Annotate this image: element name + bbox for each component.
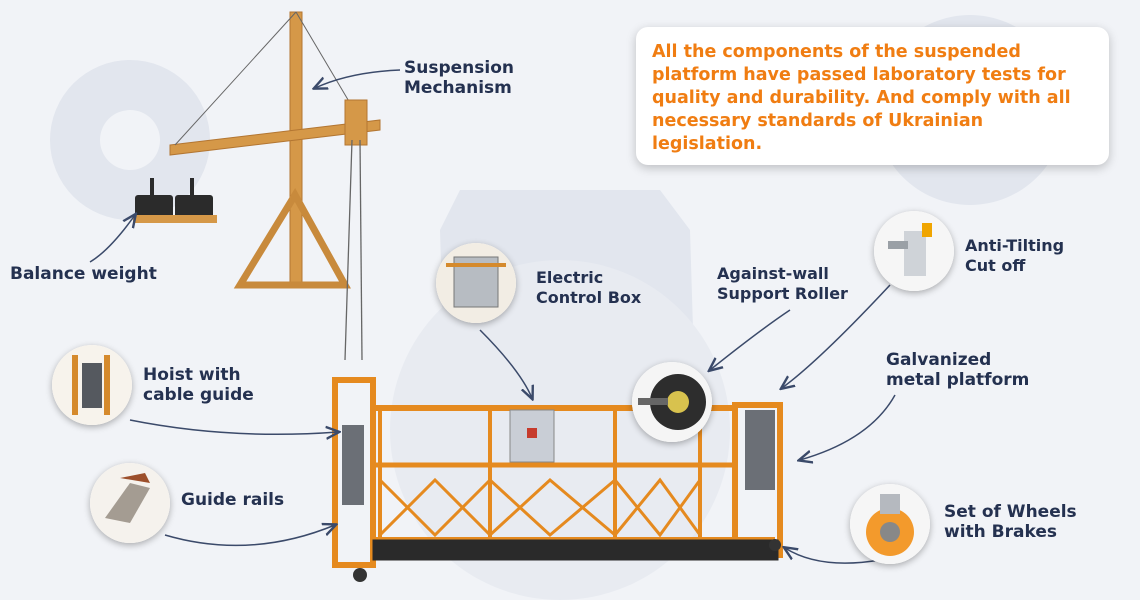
control-box-inset (436, 243, 516, 323)
suspended-platform (332, 377, 783, 568)
roller-inset (632, 362, 712, 442)
label-guide-rails: Guide rails (181, 490, 285, 510)
guide-rails-inset (90, 463, 170, 543)
label-balance-weight: Balance weight (10, 264, 157, 284)
platform-wheels (353, 539, 781, 582)
platform-hoists (342, 409, 775, 505)
wheels-inset (850, 484, 930, 564)
counter-weights (133, 178, 217, 223)
hoist-inset (52, 345, 132, 425)
suspension-mechanism (169, 11, 381, 289)
info-note: All the components of the suspended plat… (636, 27, 1109, 165)
anti-tilt-inset (874, 211, 954, 291)
steel-cables (344, 139, 363, 361)
